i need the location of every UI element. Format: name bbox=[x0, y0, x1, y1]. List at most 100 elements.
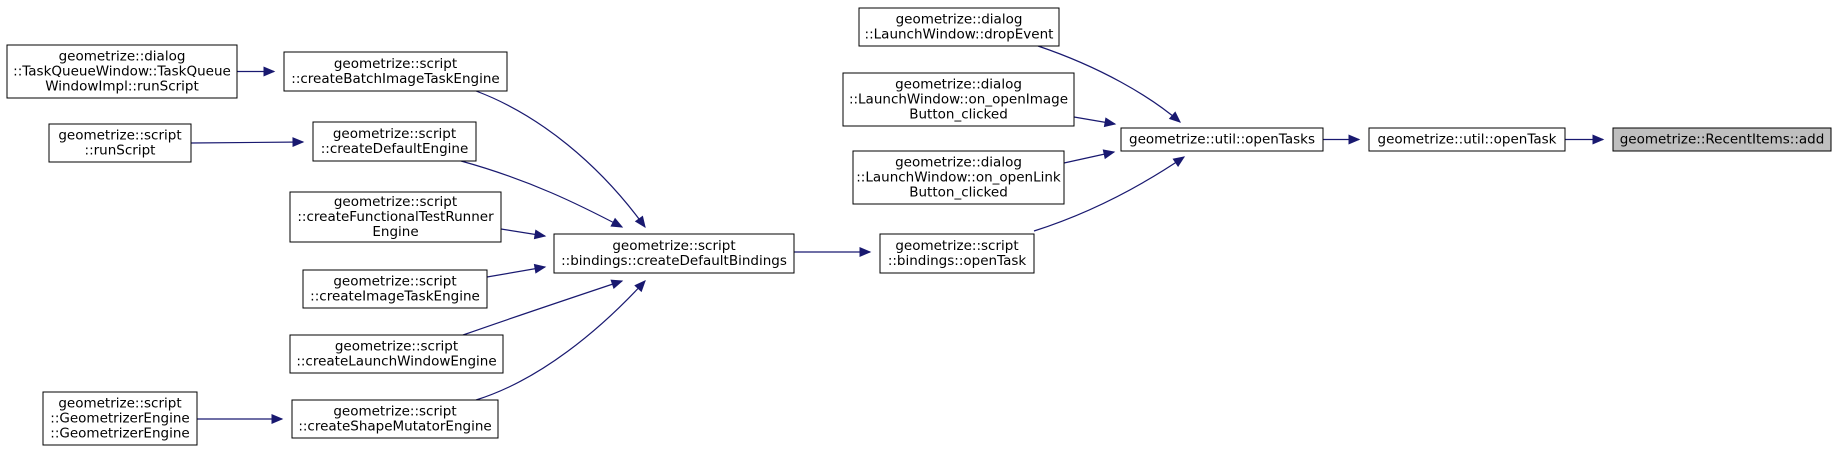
node-createDefaultEngine[interactable]: geometrize::script::createDefaultEngine bbox=[312, 121, 477, 162]
edge-line bbox=[1033, 156, 1185, 232]
node-box bbox=[291, 399, 499, 439]
node-createBatch[interactable]: geometrize::script::createBatchImageTask… bbox=[283, 51, 508, 92]
edge-arrowhead bbox=[634, 280, 646, 293]
edge-createDefaultEngine-to-createDefaultBindings bbox=[460, 160, 624, 228]
node-box bbox=[1612, 127, 1832, 152]
edge-dropEvent-to-util_openTasks bbox=[1037, 45, 1181, 123]
node-box bbox=[852, 150, 1065, 205]
node-box bbox=[289, 334, 504, 374]
edge-createShapeMutator-to-createDefaultBindings bbox=[475, 280, 646, 401]
node-label-line: Button_clicked bbox=[909, 107, 1008, 123]
node-label-line: ::LaunchWindow::on_openLink bbox=[856, 170, 1061, 186]
edge-line bbox=[475, 90, 646, 228]
node-label-line: ::bindings::openTask bbox=[888, 253, 1027, 269]
edge-line bbox=[190, 141, 304, 144]
edge-arrowhead bbox=[1103, 117, 1117, 128]
node-label-line: ::createLaunchWindowEngine bbox=[296, 354, 496, 370]
node-geometrizerEngine[interactable]: geometrize::script::GeometrizerEngine::G… bbox=[42, 391, 198, 446]
node-label-line: geometrize::script bbox=[333, 126, 456, 142]
edge-arrowhead bbox=[859, 247, 872, 257]
node-label-line: geometrize::RecentItems::add bbox=[1620, 132, 1825, 148]
node-box bbox=[1120, 127, 1324, 152]
edge-arrowhead bbox=[1348, 134, 1361, 145]
node-label-line: geometrize::script bbox=[58, 396, 181, 412]
edge-createFunctional-to-createDefaultBindings bbox=[500, 228, 547, 240]
node-label-line: ::LaunchWindow::dropEvent bbox=[865, 27, 1054, 43]
node-label-line: ::createFunctionalTestRunner bbox=[297, 209, 494, 225]
edge-line bbox=[1037, 45, 1181, 123]
node-label-line: geometrize::script bbox=[335, 339, 458, 355]
edge-arrowhead bbox=[1102, 149, 1116, 160]
node-label-line: geometrize::script bbox=[612, 238, 735, 254]
node-label-line: ::createShapeMutatorEngine bbox=[298, 419, 491, 435]
edge-runScript-to-createDefaultEngine bbox=[190, 137, 305, 148]
node-util_openTask[interactable]: geometrize::util::openTask bbox=[1368, 127, 1566, 152]
node-openLink[interactable]: geometrize::dialog::LaunchWindow::on_ope… bbox=[852, 150, 1065, 205]
edge-arrowhead bbox=[533, 263, 547, 274]
edge-line bbox=[460, 160, 623, 228]
node-box bbox=[48, 123, 192, 163]
edge-createBatch-to-createDefaultBindings bbox=[475, 90, 646, 229]
node-box bbox=[1368, 127, 1566, 152]
edge-openImage-to-util_openTasks bbox=[1073, 116, 1117, 128]
node-label-line: geometrize::util::openTasks bbox=[1129, 132, 1315, 148]
edge-arrowhead bbox=[1592, 134, 1605, 145]
edge-line bbox=[462, 280, 623, 336]
node-label-line: geometrize::dialog bbox=[895, 77, 1022, 93]
edge-geometrizerEngine-to-createShapeMutator bbox=[197, 414, 284, 424]
node-util_openTasks[interactable]: geometrize::util::openTasks bbox=[1120, 127, 1324, 152]
node-createImageTask[interactable]: geometrize::script::createImageTaskEngin… bbox=[302, 269, 488, 309]
node-box bbox=[6, 44, 238, 99]
node-layer: geometrize::RecentItems::addgeometrize::… bbox=[6, 7, 1832, 446]
edge-createDefaultBindings-to-bindings_openTask bbox=[794, 247, 872, 257]
node-box bbox=[312, 121, 477, 162]
node-label-line: ::GeometrizerEngine bbox=[50, 411, 189, 427]
node-label-line: Button_clicked bbox=[909, 185, 1008, 201]
edge-arrowhead bbox=[610, 217, 624, 228]
node-createFunctional[interactable]: geometrize::script::createFunctionalTest… bbox=[289, 191, 502, 243]
node-label-line: geometrize::script bbox=[58, 128, 181, 144]
edge-arrowhead bbox=[1168, 111, 1181, 123]
node-box bbox=[842, 72, 1075, 127]
node-box bbox=[879, 233, 1035, 274]
node-openImage[interactable]: geometrize::dialog::LaunchWindow::on_ope… bbox=[842, 72, 1075, 127]
node-bindings_openTask[interactable]: geometrize::script::bindings::openTask bbox=[879, 233, 1035, 274]
node-label-line: ::runScript bbox=[85, 143, 156, 159]
node-dropEvent[interactable]: geometrize::dialog::LaunchWindow::dropEv… bbox=[858, 7, 1060, 47]
node-label-line: ::createDefaultEngine bbox=[321, 141, 469, 157]
node-label-line: ::bindings::createDefaultBindings bbox=[561, 253, 787, 269]
node-label-line: ::TaskQueueWindow::TaskQueue bbox=[13, 64, 231, 80]
node-label-line: geometrize::script bbox=[334, 194, 457, 210]
edge-arrowhead bbox=[533, 229, 547, 240]
node-label-line: geometrize::util::openTask bbox=[1378, 132, 1557, 148]
edge-arrowhead bbox=[292, 137, 305, 148]
edge-arrowhead bbox=[1172, 156, 1186, 167]
node-box bbox=[302, 269, 488, 309]
edge-arrowhead bbox=[271, 414, 284, 424]
edge-util_openTask-to-add bbox=[1565, 134, 1605, 145]
node-label-line: geometrize::script bbox=[333, 274, 456, 290]
node-createDefaultBindings[interactable]: geometrize::script::bindings::createDefa… bbox=[553, 233, 795, 274]
node-label-line: ::LaunchWindow::on_openImage bbox=[849, 92, 1068, 108]
edge-createLaunchWindow-to-createDefaultBindings bbox=[462, 279, 624, 336]
node-taskQueue[interactable]: geometrize::dialog::TaskQueueWindow::Tas… bbox=[6, 44, 238, 99]
node-createLaunchWindow[interactable]: geometrize::script::createLaunchWindowEn… bbox=[289, 334, 504, 374]
node-runScript[interactable]: geometrize::script::runScript bbox=[48, 123, 192, 163]
node-label-line: geometrize::dialog bbox=[895, 155, 1022, 171]
node-label-line: WindowImpl::runScript bbox=[45, 79, 199, 95]
node-label-line: geometrize::script bbox=[895, 238, 1018, 254]
edge-layer bbox=[190, 45, 1605, 424]
edge-bindings_openTask-to-util_openTasks bbox=[1033, 156, 1186, 232]
edge-line bbox=[475, 280, 646, 401]
node-label-line: ::GeometrizerEngine bbox=[50, 426, 189, 442]
edge-taskQueue-to-createBatch bbox=[237, 66, 276, 77]
edge-openLink-to-util_openTasks bbox=[1063, 149, 1116, 164]
edge-createImageTask-to-createDefaultBindings bbox=[486, 263, 547, 278]
node-add[interactable]: geometrize::RecentItems::add bbox=[1612, 127, 1832, 152]
node-label-line: geometrize::dialog bbox=[896, 12, 1023, 28]
node-createShapeMutator[interactable]: geometrize::script::createShapeMutatorEn… bbox=[291, 399, 499, 439]
node-box bbox=[42, 391, 198, 446]
node-label-line: geometrize::dialog bbox=[59, 49, 186, 65]
edge-arrowhead bbox=[610, 279, 624, 290]
